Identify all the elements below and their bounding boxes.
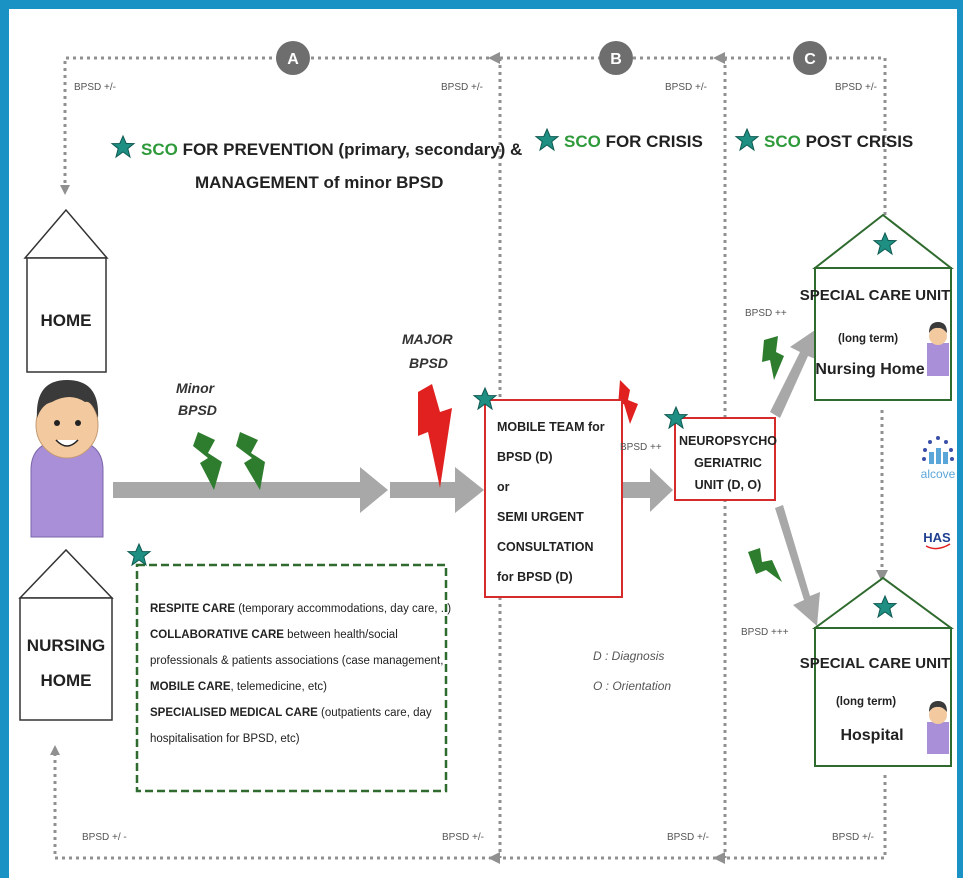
resident-avatar [927, 701, 949, 754]
mobile-team-box: MOBILE TEAM for BPSD (D) or SEMI URGENT … [473, 387, 623, 598]
arrow-to-special-hospital [775, 505, 820, 626]
special-care-hospital-place: Hospital [840, 727, 903, 744]
nursing-home-label-line2: HOME [41, 671, 92, 690]
phase-b-label: B [610, 51, 622, 68]
post-crisis-title: SCO POST CRISIS [764, 132, 913, 151]
has-logo-text: HAS [923, 530, 951, 545]
home-label: HOME [41, 311, 92, 330]
mobile-team-line: CONSULTATION [497, 540, 594, 554]
bpsd-label-top-left: BPSD +/- [74, 82, 116, 93]
alcove-logo: alcove [921, 436, 956, 481]
post-crisis-bolt-icon [762, 336, 784, 380]
special-care-hospital: SPECIAL CARE UNIT (long term) Hospital [800, 576, 955, 767]
bpsd-label-crisis: BPSD ++ [620, 442, 662, 453]
special-care-hospital-term: (long term) [836, 696, 896, 708]
has-logo: HAS [923, 530, 951, 550]
bpsd-label-bottom-mid-b: BPSD +/- [667, 832, 709, 843]
care-option-line: MOBILE CARE, telemedicine, etc) [150, 681, 327, 693]
care-options-box: RESPITE CARE (temporary accommodations, … [127, 543, 451, 793]
post-crisis-bolt-icon [748, 548, 782, 582]
care-option-line: RESPITE CARE (temporary accommodations, … [150, 603, 451, 615]
prevention-title-line2: MANAGEMENT of minor BPSD [195, 173, 443, 192]
frame-right-border [957, 0, 963, 878]
bpsd-label-top-mid-b: BPSD +/- [665, 82, 707, 93]
crisis-title: SCO FOR CRISIS [564, 132, 703, 151]
major-bolt-icon [418, 384, 452, 488]
patient-avatar [30, 380, 104, 538]
phase-b-marker: B [599, 41, 633, 75]
home-house: HOME [23, 208, 109, 373]
bpsd-label-post-down: BPSD +++ [741, 627, 789, 638]
section-title-post-crisis: SCO POST CRISIS [735, 128, 913, 151]
nursing-home-house: NURSING HOME [18, 548, 114, 721]
resident-avatar [927, 322, 949, 376]
frame-top-border [0, 0, 963, 9]
frame-left-border [0, 0, 9, 878]
bpsd-label-bottom-mid-a: BPSD +/- [442, 832, 484, 843]
neuro-unit-line: UNIT (D, O) [695, 478, 762, 492]
arrow-home-to-minor [113, 467, 388, 513]
mobile-team-line: for BPSD (D) [497, 570, 573, 584]
alcove-logo-text: alcove [921, 467, 956, 481]
phase-c-marker: C [793, 41, 827, 75]
legend-diagnosis: D : Diagnosis [593, 649, 664, 663]
main-flow-arrows [113, 328, 820, 626]
special-care-nursing-title: SPECIAL CARE UNIT [800, 287, 951, 304]
care-option-line: hospitalisation for BPSD, etc) [150, 733, 300, 745]
mobile-team-line: SEMI URGENT [497, 510, 584, 524]
prevention-title-line1: SCO FOR PREVENTION (primary, secondary) … [141, 140, 522, 159]
mobile-team-line: BPSD (D) [497, 450, 553, 464]
minor-bolt-icon [193, 432, 222, 490]
care-option-line: professionals & patients associations (c… [150, 655, 443, 667]
neuro-unit-box: NEUROPSYCHO GERIATRIC UNIT (D, O) [664, 406, 777, 501]
mobile-team-line: MOBILE TEAM for [497, 420, 605, 434]
crisis-bolt-icon [618, 380, 638, 424]
care-option-line: SPECIALISED MEDICAL CARE (outpatients ca… [150, 707, 432, 719]
star-icon [127, 543, 151, 566]
care-option-line: COLLABORATIVE CARE between health/social [150, 629, 398, 641]
section-title-crisis: SCO FOR CRISIS [535, 128, 703, 151]
bpsd-label-post-up: BPSD ++ [745, 308, 787, 319]
bpsd-label-bottom-right: BPSD +/- [832, 832, 874, 843]
phase-a-label: A [287, 51, 299, 68]
section-title-prevention: SCO FOR PREVENTION (primary, secondary) … [111, 135, 522, 192]
minor-bolt-icon [236, 432, 265, 490]
legend-orientation: O : Orientation [593, 679, 671, 693]
star-icon [535, 128, 559, 151]
special-care-nursing-home: SPECIAL CARE UNIT (long term) Nursing Ho… [800, 213, 954, 401]
phase-a-marker: A [276, 41, 310, 75]
arrow-to-neuro-unit [622, 468, 673, 512]
lightning-bolts [193, 336, 784, 582]
trigger-labels: Minor BPSD MAJOR BPSD [176, 331, 453, 418]
major-label-line1: MAJOR [402, 331, 453, 347]
minor-label-line2: BPSD [178, 402, 217, 418]
bpsd-label-top-mid-a: BPSD +/- [441, 82, 483, 93]
mobile-team-line: or [497, 480, 510, 494]
arrow-to-special-nursing [770, 328, 818, 418]
arrow-to-mobile-team [390, 467, 484, 513]
nursing-home-label-line1: NURSING [27, 636, 105, 655]
minor-label-line1: Minor [176, 380, 216, 396]
legend: D : Diagnosis O : Orientation [593, 649, 671, 693]
special-care-nursing-term: (long term) [838, 333, 898, 345]
star-icon [111, 135, 135, 158]
neuro-unit-line: GERIATRIC [694, 456, 762, 470]
special-care-nursing-place: Nursing Home [815, 361, 924, 378]
neuro-unit-line: NEUROPSYCHO [679, 434, 777, 448]
bpsd-label-bottom-left: BPSD +/ - [82, 832, 127, 843]
special-care-hospital-title: SPECIAL CARE UNIT [800, 655, 951, 672]
major-label-line2: BPSD [409, 355, 448, 371]
bpsd-label-top-right: BPSD +/- [835, 82, 877, 93]
star-icon [735, 128, 759, 151]
bpsd-loop-labels: BPSD +/- BPSD +/- BPSD +/- BPSD +/- BPSD… [74, 82, 877, 843]
phase-c-label: C [804, 51, 816, 68]
